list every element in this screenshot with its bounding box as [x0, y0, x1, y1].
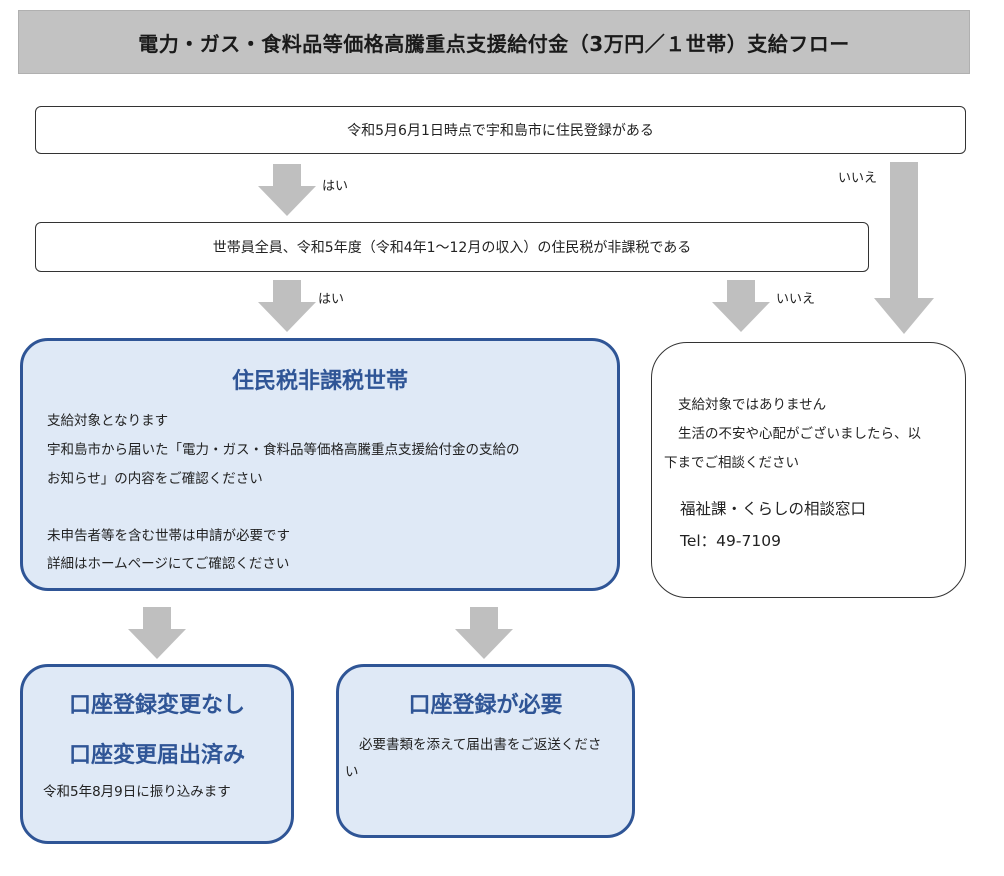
page-title: 電力・ガス・食料品等価格高騰重点支援給付金（3万円／１世帯）支給フロー	[18, 10, 970, 74]
nontax-line2: 宇和島市から届いた「電力・ガス・食料品等価格高騰重点支援給付金の支給の	[47, 442, 520, 458]
down-arrow-icon	[258, 280, 316, 332]
needs-account-line2: い	[345, 764, 359, 780]
down-arrow-icon	[128, 607, 186, 659]
nontax-household-box: 住民税非課税世帯 支給対象となります 宇和島市から届いた「電力・ガス・食料品等価…	[20, 338, 620, 591]
no-label: いいえ	[776, 292, 816, 307]
no-label: いいえ	[838, 171, 878, 186]
not-eligible-line2: 生活の不安や心配がございましたら、以	[678, 426, 921, 442]
no-change-title1: 口座登録変更なし	[68, 693, 245, 718]
yes-label: はい	[322, 179, 349, 194]
down-arrow-icon	[455, 607, 513, 659]
transfer-date-text: 令和5年8月9日に振り込みます	[43, 784, 231, 800]
not-eligible-line1: 支給対象ではありません	[678, 397, 827, 413]
nontax-title: 住民税非課税世帯	[231, 369, 408, 394]
needs-account-title: 口座登録が必要	[408, 693, 563, 718]
not-eligible-box: 支給対象ではありません 生活の不安や心配がございましたら、以 下までご相談くださ…	[651, 342, 966, 598]
nontax-line1: 支給対象となります	[47, 413, 169, 429]
consultation-tel: Tel：49-7109	[680, 532, 781, 550]
nontax-line3: お知らせ」の内容をご確認ください	[47, 471, 263, 487]
consultation-office: 福祉課・くらしの相談窓口	[680, 500, 867, 518]
down-arrow-icon	[712, 280, 770, 332]
not-eligible-line3: 下までご相談ください	[664, 455, 799, 471]
question-resident-registration: 令和5月6月1日時点で宇和島市に住民登録がある	[35, 106, 966, 154]
no-account-change-box: 口座登録変更なし 口座変更届出済み 令和5年8月9日に振り込みます	[20, 664, 294, 844]
nontax-line5: 詳細はホームページにてご確認ください	[47, 556, 290, 572]
down-arrow-icon	[258, 164, 316, 216]
nontax-line4: 未申告者等を含む世帯は申請が必要です	[47, 528, 290, 544]
needs-account-line1: 必要書類を添えて届出書をご返送くださ	[359, 737, 602, 753]
account-registration-needed-box: 口座登録が必要 必要書類を添えて届出書をご返送くださ い	[336, 664, 635, 838]
question-tax-exempt: 世帯員全員、令和5年度（令和4年1～12月の収入）の住民税が非課税である	[35, 222, 869, 272]
no-change-title2: 口座変更届出済み	[68, 743, 245, 768]
down-arrow-icon	[874, 162, 934, 334]
yes-label: はい	[318, 292, 345, 307]
